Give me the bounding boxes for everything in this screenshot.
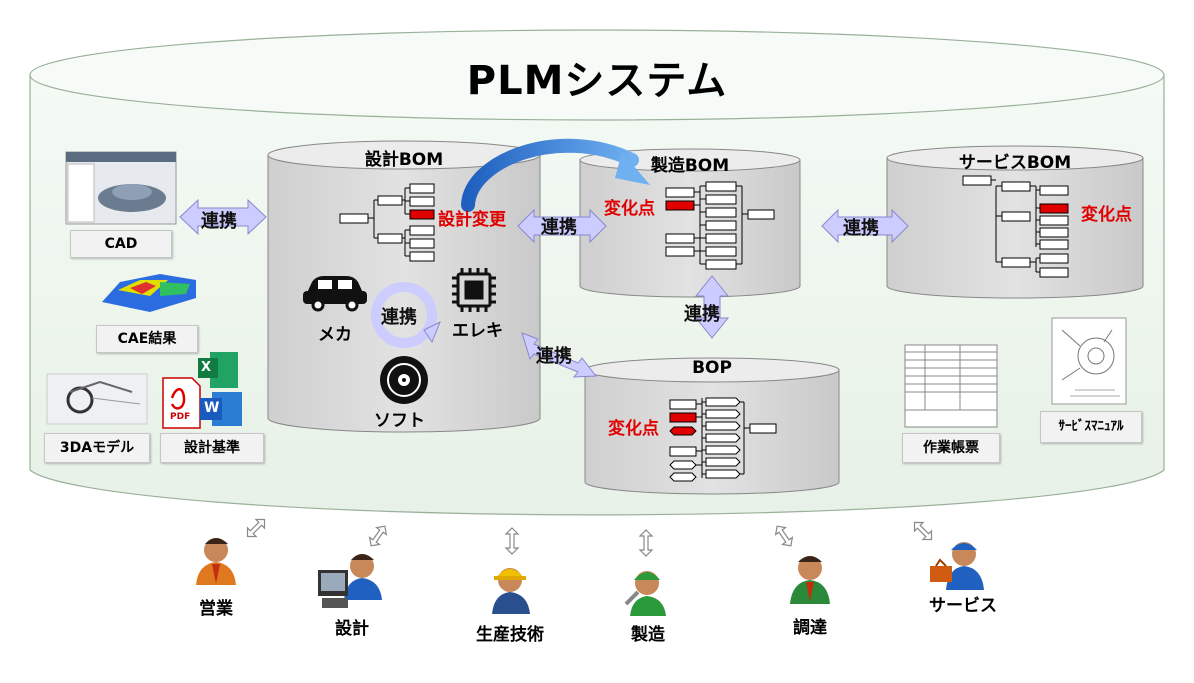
mfg-bom-title: 製造BOM [650,156,730,176]
service-bom-cylinder [886,145,1144,299]
bop-cylinder [584,357,840,495]
cad-label: CAD [70,230,172,258]
mecha-label: メカ [318,325,352,345]
person-design-icon [318,554,382,608]
person-label-production-engineering: 生産技術 [476,625,544,645]
work-sheet-label: 作業帳票 [902,433,1000,463]
design-bom-tree [339,183,435,262]
bop-tree [669,397,777,482]
service-bom-tree [962,175,1069,278]
cae-result-label: CAE結果 [96,325,198,353]
mfg-bom-cylinder [579,148,801,298]
link-arrows [179,198,909,378]
person-label-manufacturing: 製造 [631,625,665,645]
3da-model-label: 3DAモデル [44,433,150,463]
word-text: W [204,400,220,416]
person-production-engineering-icon [492,568,530,614]
person-service-icon [930,542,984,590]
soft-label: ソフト [374,411,425,431]
link-label-cycle: 連携 [381,307,417,328]
bop-change-point-label: 変化点 [608,419,659,439]
person-link-arrows [246,518,933,557]
design-bom-title: 設計BOM [364,150,444,170]
design-bom-cylinder [267,140,541,433]
person-sales-icon [196,538,236,585]
word-icon [200,392,242,426]
mfg-change-point-label: 変化点 [604,199,655,219]
excel-icon [198,352,238,388]
link-label-mfg-bop: 連携 [684,304,720,325]
person-label-design: 設計 [335,619,369,639]
service-bom-title: サービスBOM [958,153,1072,173]
service-manual-label: ｻｰﾋﾞｽﾏﾆｭｱﾙ [1040,411,1142,443]
page-title: PLMシステム [466,58,728,104]
car-icon [303,276,367,312]
cad-screenshot-image [65,151,177,225]
cycle-arrow [371,282,441,348]
link-label-cad: 連携 [201,211,237,232]
person-manufacturing-icon [624,571,666,616]
chip-icon [452,268,496,312]
disc-icon [380,356,428,404]
mfg-bom-tree [665,181,775,270]
link-label-design-bop: 連携 [536,346,572,367]
person-label-sales: 営業 [199,599,233,619]
bop-title: BOP [692,358,732,378]
service-manual-image [1051,317,1127,405]
design-standard-label: 設計基準 [160,433,264,463]
person-label-procurement: 調達 [793,618,827,638]
design-change-label: 設計変更 [438,210,506,230]
person-procurement-icon [790,556,830,604]
3da-model-image [46,373,148,425]
link-label-design-mfg: 連携 [541,217,577,238]
excel-text: X [201,360,212,375]
pdf-text: PDF [170,412,191,422]
cae-result-image [102,274,196,312]
person-label-service: サービス [929,596,997,616]
link-label-mfg-service: 連携 [843,218,879,239]
service-change-point-label: 変化点 [1081,205,1132,225]
elec-label: エレキ [452,321,503,341]
design-change-curve-arrow [461,138,650,212]
work-sheet-image [904,344,998,428]
